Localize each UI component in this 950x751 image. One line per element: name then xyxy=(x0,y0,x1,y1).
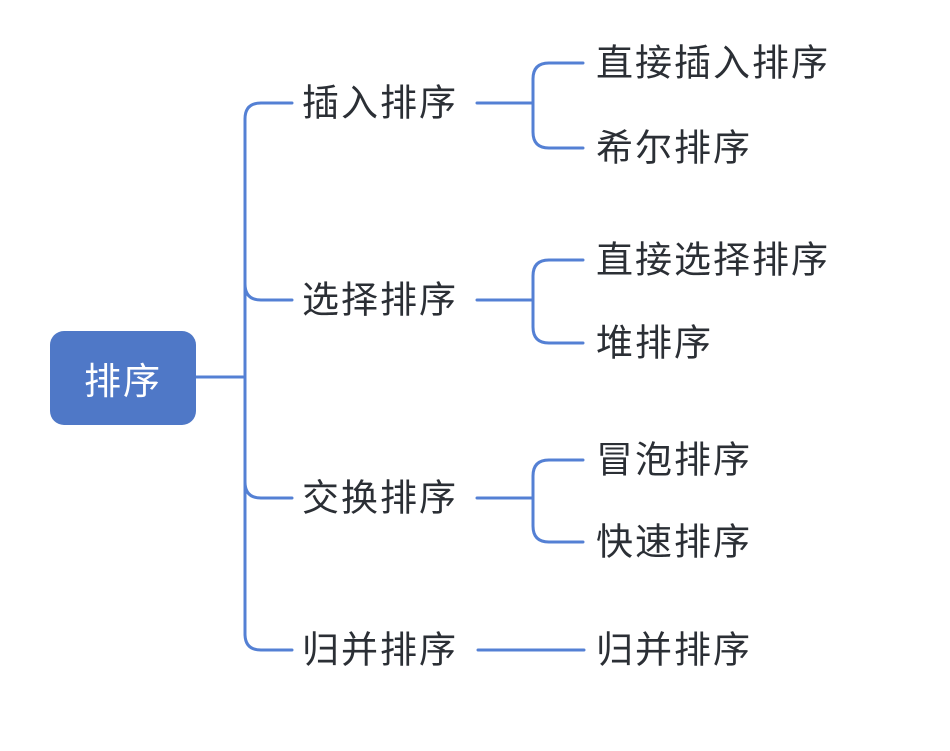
leaf-shell-sort[interactable]: 希尔排序 xyxy=(596,126,752,170)
trunk-line xyxy=(243,101,294,652)
leaf-quick-sort[interactable]: 快速排序 xyxy=(596,520,752,564)
leaf-bubble-sort[interactable]: 冒泡排序 xyxy=(596,438,752,482)
root-node-label: 排序 xyxy=(84,360,162,403)
branch-exchange-sort[interactable]: 交换排序 xyxy=(302,476,458,520)
leaf-direct-insertion-sort[interactable]: 直接插入排序 xyxy=(596,41,830,85)
fork-exchange-children xyxy=(531,458,585,544)
root-node-sort[interactable]: 排序 xyxy=(50,331,196,425)
leaf-merge-sort[interactable]: 归并排序 xyxy=(596,628,752,672)
leaf-heap-sort[interactable]: 堆排序 xyxy=(596,321,713,365)
fork-selection-children xyxy=(531,258,585,345)
branch-insertion-sort[interactable]: 插入排序 xyxy=(302,81,458,125)
leaf-direct-selection-sort[interactable]: 直接选择排序 xyxy=(596,238,830,282)
fork-insertion-children xyxy=(531,61,585,150)
trunk-branch-exchange-fillet xyxy=(243,480,294,500)
trunk-branch-selection-fillet xyxy=(243,282,294,302)
branch-merge-sort[interactable]: 归并排序 xyxy=(302,628,458,672)
branch-selection-sort[interactable]: 选择排序 xyxy=(302,278,458,322)
